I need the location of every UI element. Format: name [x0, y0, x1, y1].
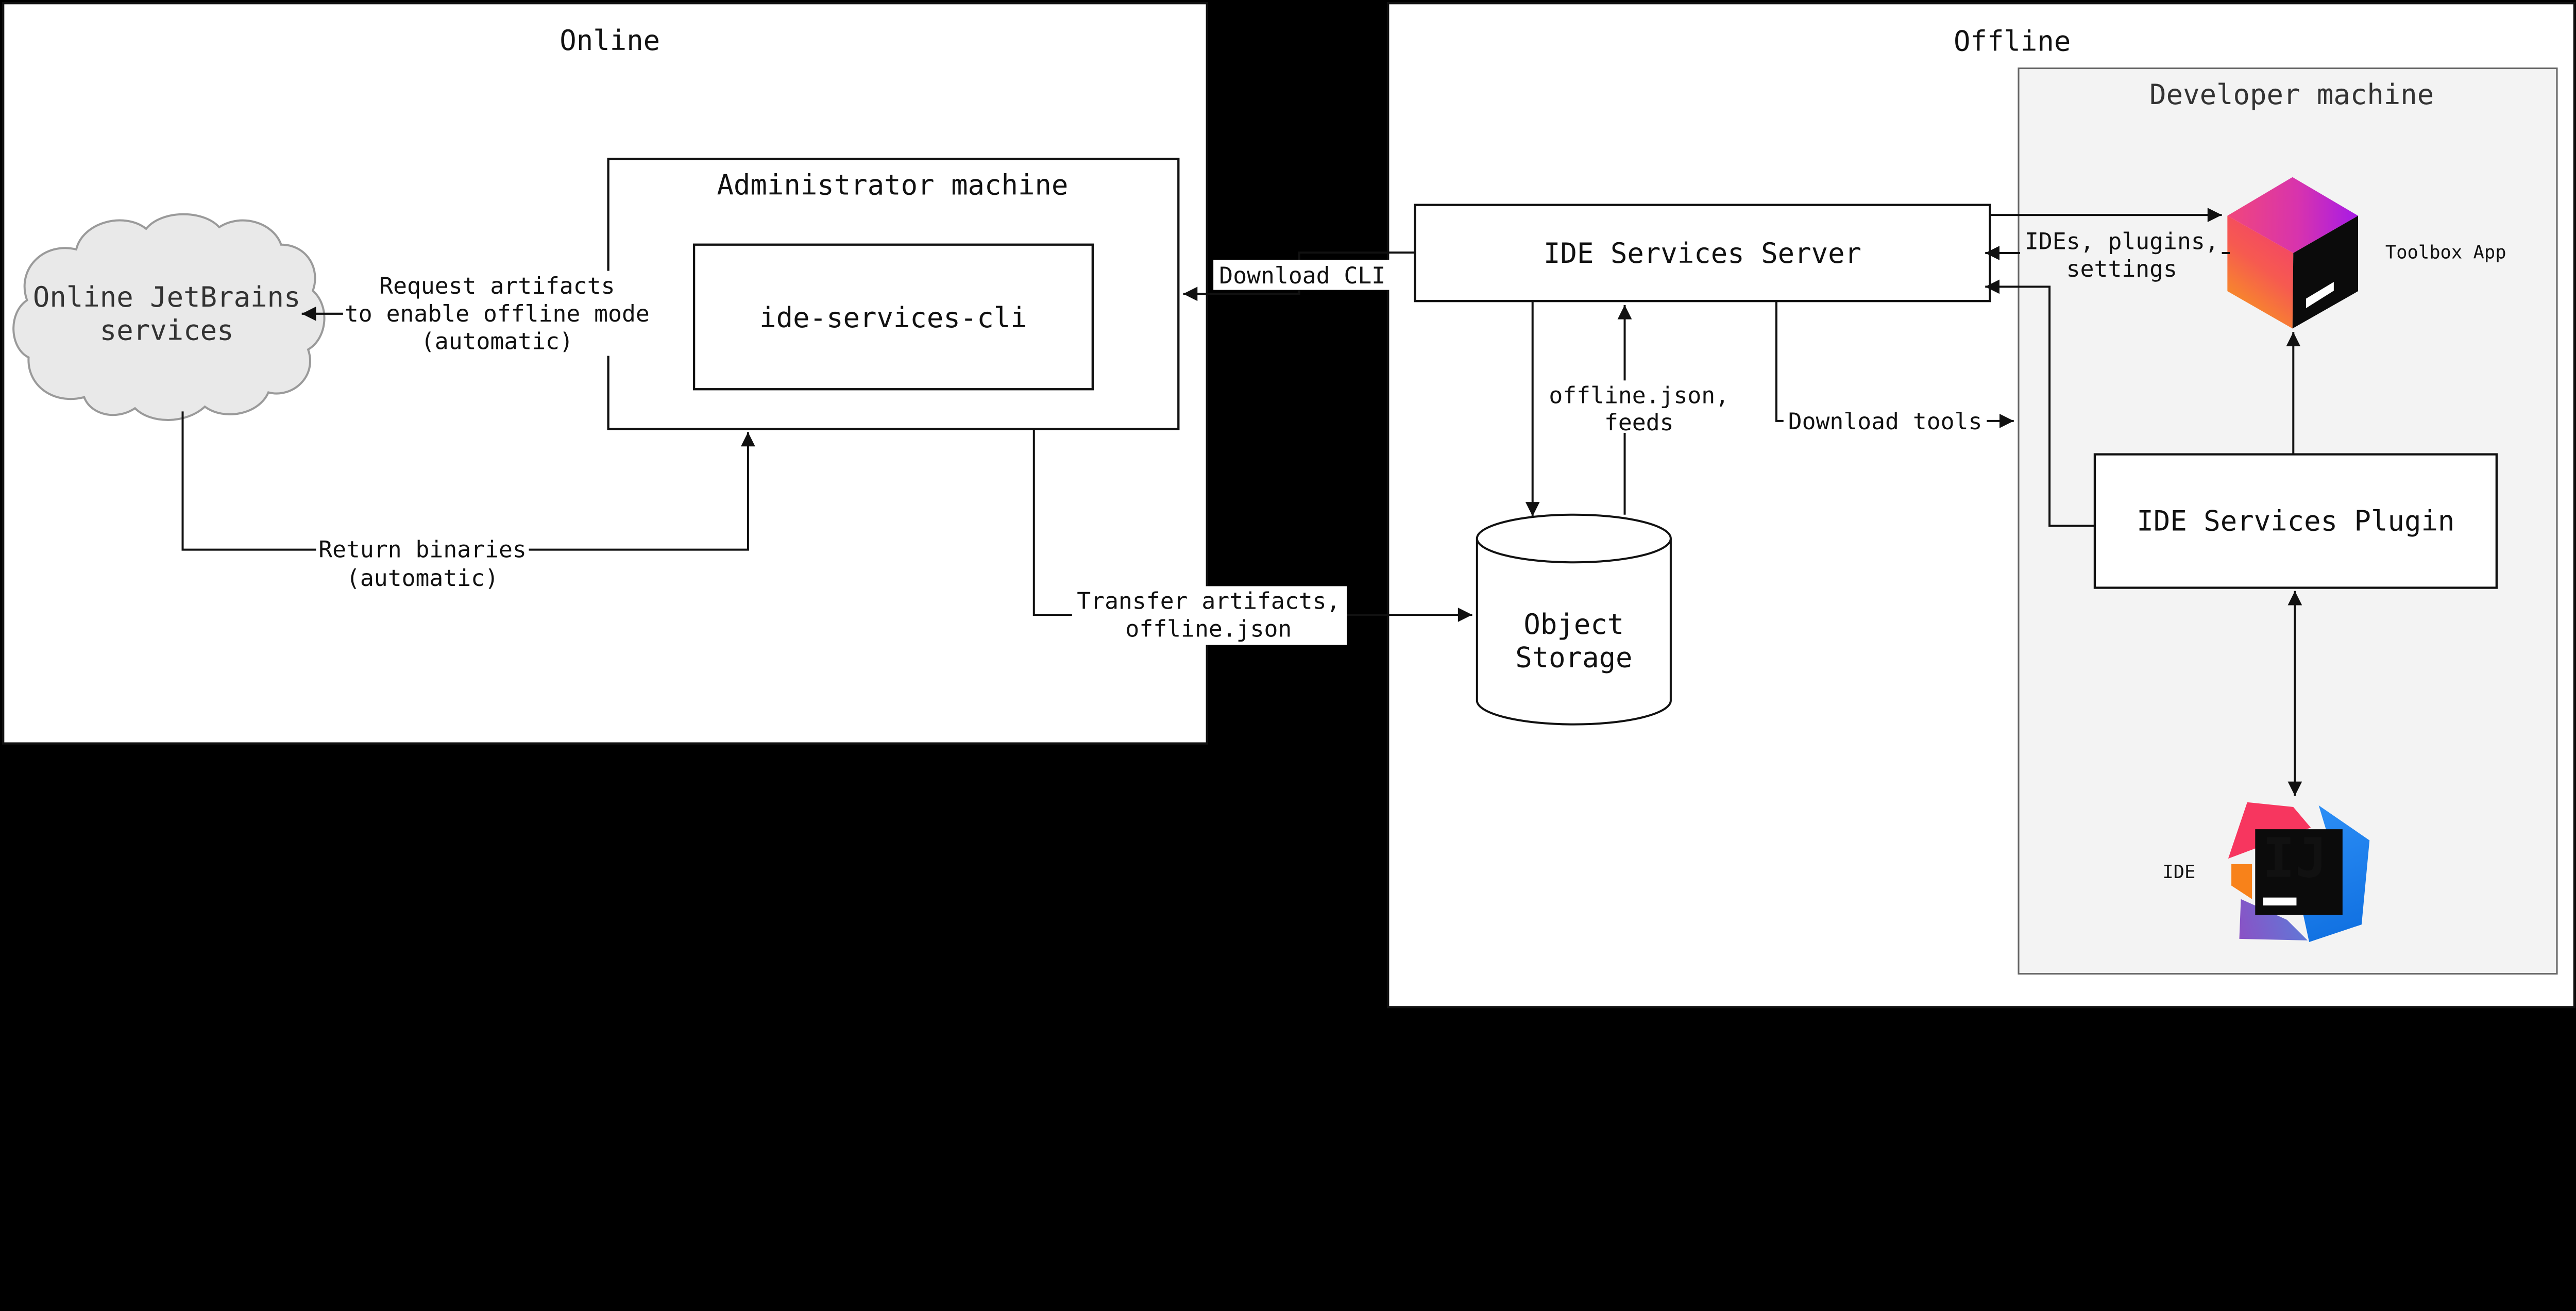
ide-services-plugin-box: IDE Services Plugin	[2093, 453, 2498, 589]
edge-label-text: Download CLI	[1219, 262, 1385, 289]
ide-services-server-label: IDE Services Server	[1544, 237, 1861, 270]
edge-label-text: Return binaries	[318, 536, 527, 563]
edge-label-text: Request artifacts	[379, 273, 615, 299]
edge-label-text: offline.json,	[1549, 382, 1729, 409]
administrator-machine-box: Administrator machine ide-services-cli	[607, 158, 1180, 430]
edge-label-text: (automatic)	[421, 328, 573, 355]
edge-label-text: feeds	[1604, 409, 1674, 436]
edge-label-text: offline.json	[1125, 616, 1292, 643]
ide-caption: IDE	[2162, 862, 2195, 883]
administrator-machine-title: Administrator machine	[717, 169, 1068, 201]
developer-machine-title: Developer machine	[2149, 78, 2434, 111]
edge-label-text: IDEs, plugins,	[2025, 228, 2219, 255]
edge-label-text: Transfer artifacts,	[1077, 588, 1340, 615]
object-storage-top	[1476, 513, 1672, 564]
intellij-ide-icon: IJ	[2228, 802, 2370, 942]
edge-label-text: to enable offline mode	[345, 300, 650, 327]
intellij-monogram: IJ	[2262, 827, 2327, 890]
cloud-label-line2: services	[100, 314, 234, 347]
ide-services-cli-label: ide-services-cli	[759, 301, 1027, 334]
offline-title: Offline	[1954, 25, 2071, 58]
cloud-node: Online JetBrains services	[12, 213, 326, 421]
toolbox-app-icon	[2227, 177, 2359, 329]
edge-label-offline-json-feeds: offline.json, feeds	[1544, 380, 1733, 436]
ide-services-cli-box	[692, 243, 1094, 391]
edge-label-ides-plugins-settings: IDEs, plugins, settings	[2020, 227, 2222, 282]
object-storage-body	[1476, 539, 1672, 726]
ide-services-plugin-label: IDE Services Plugin	[2137, 505, 2454, 537]
cloud-label-line1: Online JetBrains	[33, 281, 301, 313]
ide-services-plugin-panel	[2093, 453, 2498, 589]
cloud-shape	[12, 213, 326, 421]
toolbox-app-caption: Toolbox App	[2385, 242, 2506, 263]
architecture-diagram: Online Offline Developer machine Online …	[2, 2, 2576, 1009]
ide-services-server-box: IDE Services Server	[1414, 204, 1991, 302]
edge-label-return-binaries: Return binaries (automatic)	[316, 535, 529, 594]
edge-labels: Request artifacts to enable offline mode…	[316, 227, 2222, 645]
online-title: Online	[560, 24, 660, 57]
edge-label-request-artifacts: Request artifacts to enable offline mode…	[343, 271, 653, 356]
edge-label-download-cli: Download CLI	[1213, 260, 1392, 290]
object-storage-label-line1: Object	[1523, 608, 1624, 641]
edge-label-text: (automatic)	[346, 565, 499, 592]
edge-label-text: settings	[2066, 256, 2177, 282]
object-storage-label-line2: Storage	[1515, 642, 1632, 674]
edge-label-transfer-artifacts: Transfer artifacts, offline.json	[1072, 586, 1347, 645]
diagram-canvas: Online Offline Developer machine Online …	[2, 2, 2576, 1009]
edge-label-download-tools: Download tools	[1783, 406, 1987, 436]
edge-plugin-to-server	[1985, 279, 2095, 527]
object-storage-node: Object Storage	[1476, 513, 1672, 726]
edge-label-text: Download tools	[1788, 408, 1982, 435]
